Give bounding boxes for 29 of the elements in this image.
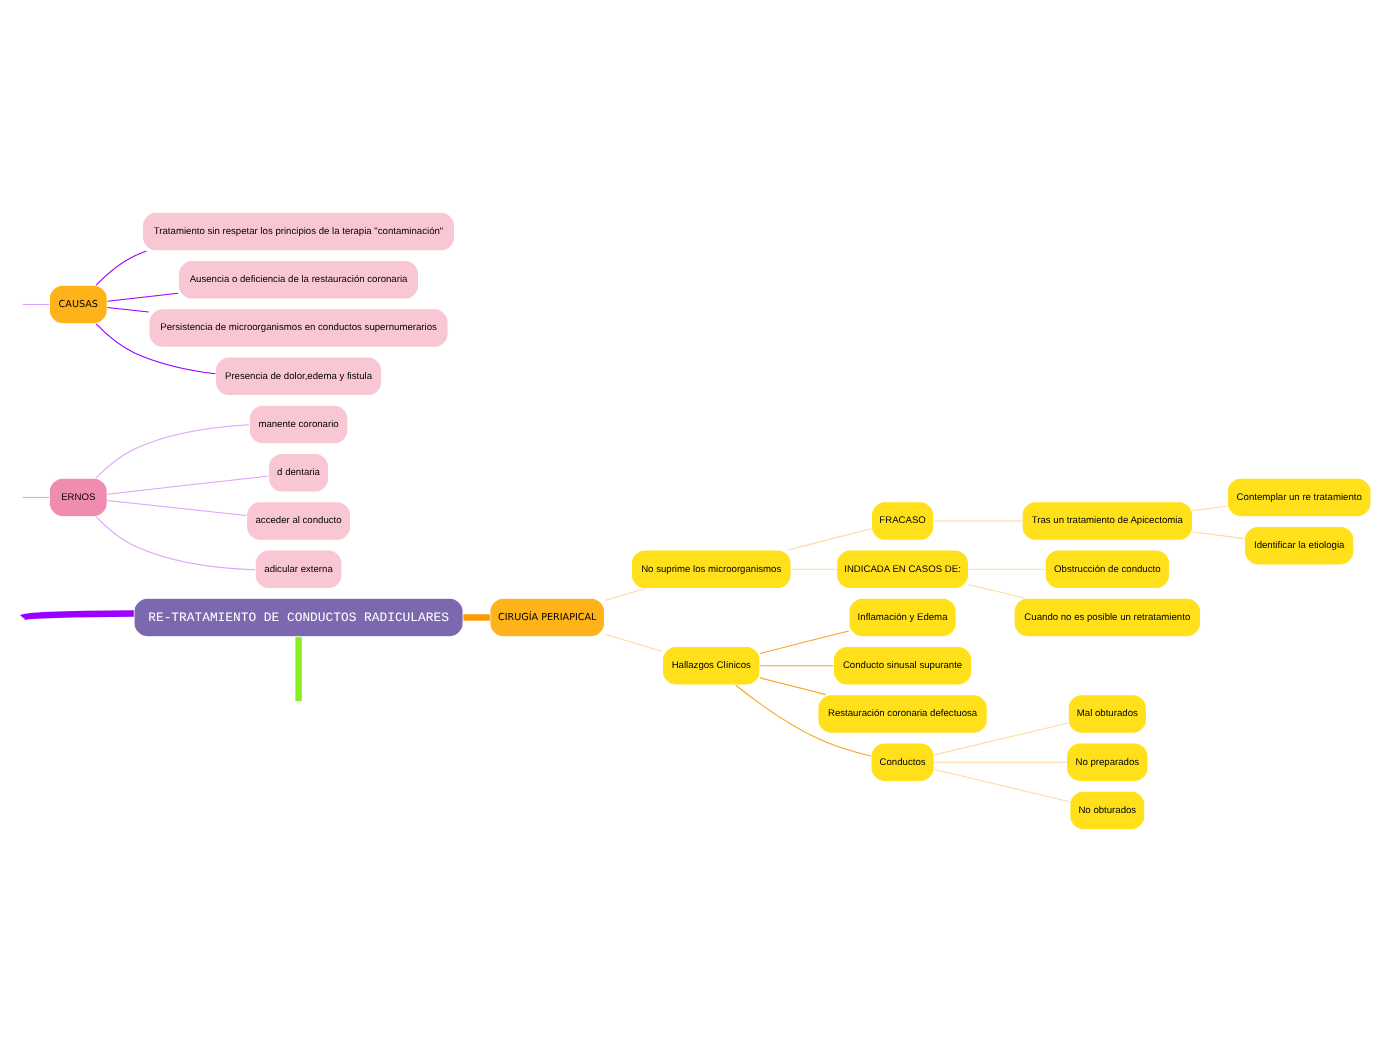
connector	[735, 683, 872, 756]
connector	[21, 609, 134, 620]
connector	[106, 305, 150, 312]
connector	[106, 291, 179, 301]
connector	[95, 322, 216, 374]
connector	[759, 629, 850, 654]
connector	[968, 583, 1026, 598]
connector	[933, 767, 1071, 802]
connector	[604, 587, 646, 601]
connector	[22, 495, 50, 497]
connector	[968, 567, 1046, 569]
connector	[759, 676, 827, 695]
connector	[759, 664, 834, 666]
connector	[463, 613, 490, 620]
connector	[787, 527, 872, 550]
connector	[790, 567, 838, 569]
connector	[933, 760, 1067, 762]
connector	[22, 302, 50, 304]
connector	[95, 515, 256, 570]
connector	[95, 423, 250, 478]
connector	[933, 721, 1069, 755]
connector	[1192, 530, 1245, 539]
connector	[106, 474, 269, 494]
connector	[604, 632, 663, 651]
connector	[106, 498, 247, 515]
connector	[295, 636, 302, 701]
connector	[1192, 504, 1228, 511]
connector	[95, 249, 147, 285]
connector	[933, 519, 1023, 521]
